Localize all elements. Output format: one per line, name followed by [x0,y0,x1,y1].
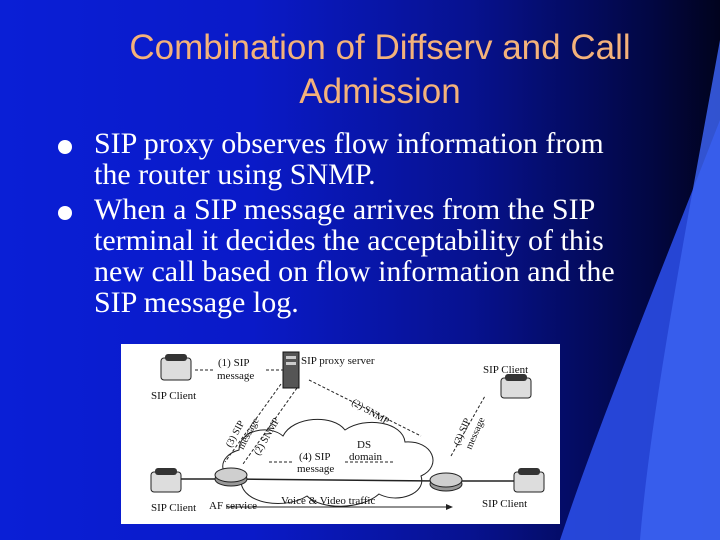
ds-label-b: domain [349,451,382,463]
bullet-2-line-3: new call based on flow information and t… [94,255,615,288]
step1-label-b: message [217,370,254,382]
bullet-2-line-2: terminal it decides the acceptability of… [94,224,604,257]
step1-label-a: (1) SIP [218,357,249,369]
bullet-2-line-4: SIP message log. [94,286,299,319]
phone-icon [150,468,182,493]
bullet-item: SIP proxy observes flow information from… [58,128,678,190]
network-diagram: (1) SIP message SIP proxy server SIP Cli… [121,344,560,524]
bullet-dot-icon [58,206,72,220]
phone-icon [500,374,532,399]
af-service-label: AF service [209,500,257,512]
slide-title: Combination of Diffserv and Call Admissi… [60,26,700,114]
ds-label-a: DS [357,439,371,451]
client-tr-label: SIP Client [483,364,528,376]
slide-left-edge [0,0,8,540]
client-br-label: SIP Client [482,498,527,510]
step2-right-arrow [308,379,422,437]
proxy-label: SIP proxy server [301,355,375,367]
bullet-1-line-2: the router using SNMP. [94,158,376,191]
bullet-list: SIP proxy observes flow information from… [58,128,678,322]
bullet-2-line-1: When a SIP message arrives from the SIP [94,193,596,226]
router-icon [214,467,248,487]
proxy-server-icon [282,351,300,389]
bullet-1-line-1: SIP proxy observes flow information from [94,127,604,160]
phone-icon [513,468,545,493]
title-line-1: Combination of Diffserv and Call [129,28,631,67]
traffic-arrow-head [446,504,453,510]
bullet-item: When a SIP message arrives from the SIP … [58,194,678,318]
step3-left-arrow [224,383,282,463]
step4-label-b: message [297,463,334,475]
ds-domain-cloud [222,418,434,507]
step3-right-arrow [450,395,486,457]
step2-left-arrow [242,387,298,465]
phone-icon [160,354,192,381]
network-diagram-svg: (1) SIP message SIP proxy server SIP Cli… [150,351,545,514]
client-bl-label: SIP Client [151,502,196,514]
bullet-dot-icon [58,140,72,154]
backbone-link [230,478,440,482]
step4-label-a: (4) SIP [299,451,330,463]
router-icon [429,472,463,492]
client-tl-label: SIP Client [151,390,196,402]
traffic-label: Voice & Video traffic [281,495,375,507]
title-line-2: Admission [299,72,461,111]
